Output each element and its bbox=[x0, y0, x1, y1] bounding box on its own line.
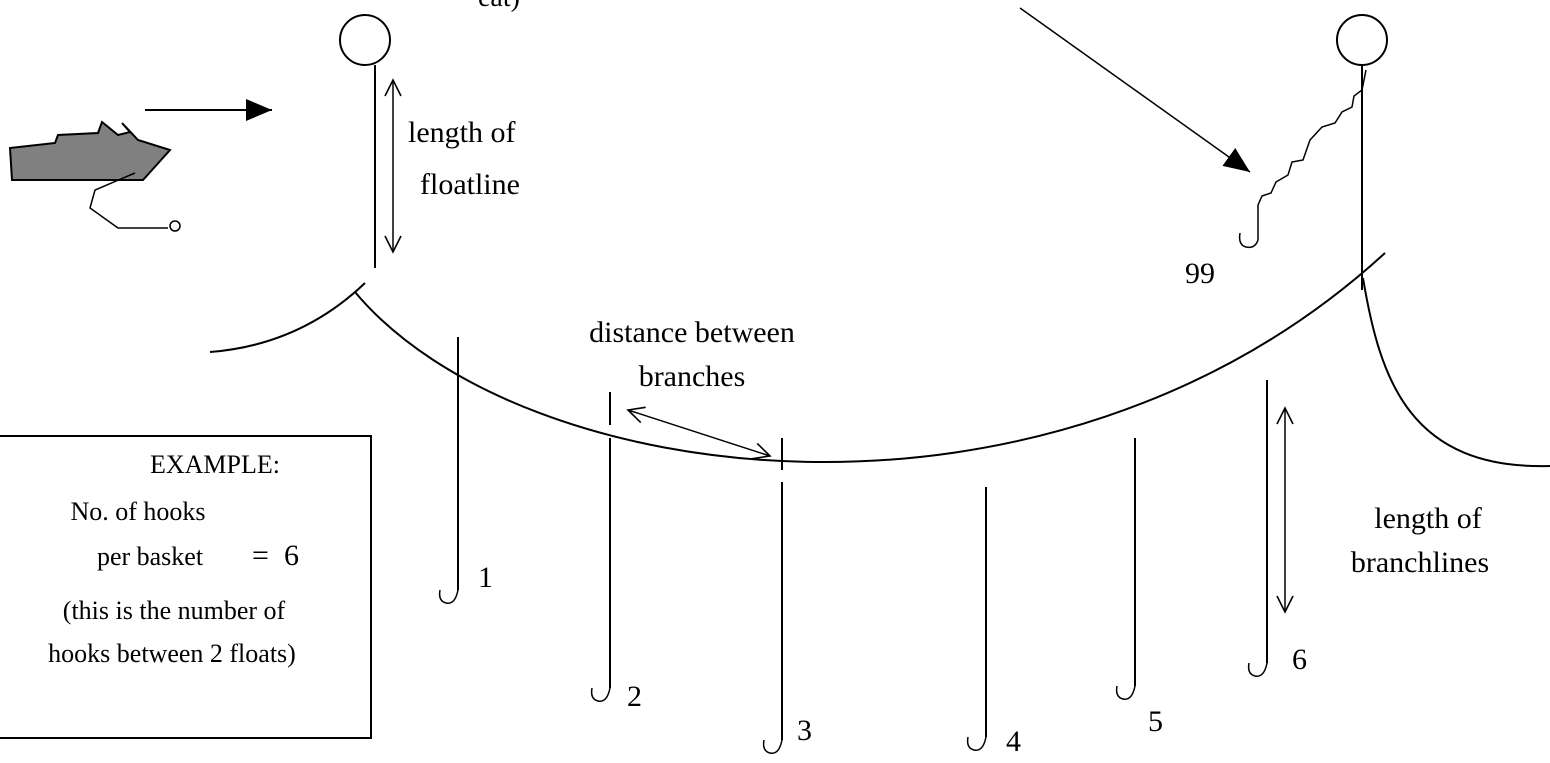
mainline-right-segment bbox=[1362, 277, 1550, 468]
branchline-4 bbox=[966, 487, 987, 751]
hook-99-label: 99 bbox=[1185, 257, 1215, 290]
left-float bbox=[339, 14, 391, 268]
hook-icon bbox=[438, 589, 459, 604]
distance-arrow bbox=[626, 406, 772, 460]
hook-label-5: 5 bbox=[1148, 705, 1163, 738]
top-text-fragment: eat) bbox=[478, 0, 520, 13]
mainline-left-segment bbox=[209, 282, 366, 353]
example-title: EXAMPLE: bbox=[150, 450, 280, 479]
hook-icon bbox=[590, 687, 611, 702]
example-note1: (this is the number of bbox=[63, 596, 286, 625]
branchline-6 bbox=[1247, 380, 1268, 677]
example-value: 6 bbox=[284, 539, 299, 572]
floatline-label-line1: length of bbox=[408, 116, 515, 149]
right-float bbox=[1336, 14, 1388, 290]
hook-icon bbox=[1247, 662, 1268, 677]
example-note2: hooks between 2 floats) bbox=[48, 639, 296, 668]
branchline-3 bbox=[762, 482, 783, 754]
boat-icon bbox=[8, 120, 181, 232]
hook-label-2: 2 bbox=[627, 680, 642, 713]
hook-icon bbox=[762, 739, 783, 754]
branchline-5 bbox=[1115, 438, 1136, 700]
floatline-label-line2: floatline bbox=[420, 168, 520, 201]
hook-label-3: 3 bbox=[797, 714, 812, 747]
hook-label-4: 4 bbox=[1006, 725, 1021, 758]
example-equals: = bbox=[252, 539, 269, 572]
branchline-label-line1: length of bbox=[1374, 502, 1481, 535]
hook-icon bbox=[966, 736, 987, 751]
mainline bbox=[354, 252, 1386, 463]
distance-label-line2: branches bbox=[639, 360, 746, 393]
branchline-label-line2: branchlines bbox=[1351, 546, 1489, 579]
hook-icon bbox=[1115, 685, 1136, 700]
tangled-branchline bbox=[1238, 69, 1367, 249]
hook-label-6: 6 bbox=[1292, 643, 1307, 676]
branchline-2 bbox=[590, 438, 611, 702]
example-line1: No. of hooks bbox=[70, 497, 205, 526]
distance-label-line1: distance between bbox=[589, 316, 795, 349]
pointer-arrow bbox=[1019, 7, 1251, 173]
hook-label-1: 1 bbox=[478, 561, 493, 594]
example-line2: per basket bbox=[97, 542, 204, 571]
branchline-1 bbox=[438, 337, 459, 604]
example-box: EXAMPLE: No. of hooks per basket = 6 (th… bbox=[0, 435, 372, 739]
